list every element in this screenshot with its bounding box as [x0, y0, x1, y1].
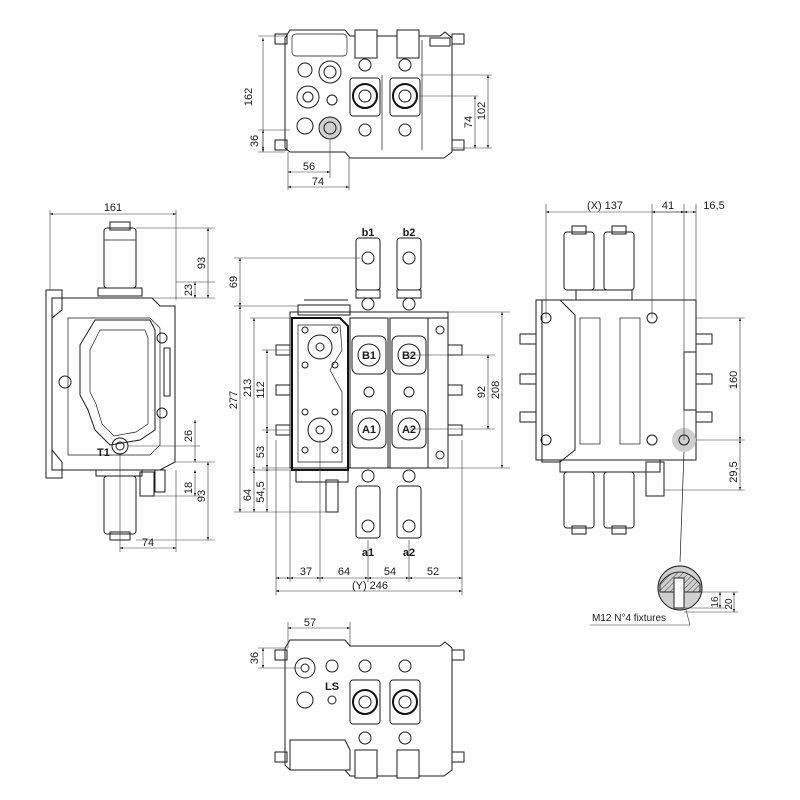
dim-left-23: 23	[183, 284, 195, 296]
dim-front-208: 208	[490, 381, 502, 399]
port-label-t1: T1	[97, 447, 110, 459]
port-label-B1: B1	[362, 350, 376, 362]
dim-front-54: 54	[384, 566, 396, 578]
dim-bottom-57: 57	[304, 617, 316, 629]
dim-front-277: 277	[228, 391, 240, 409]
right-side-view: M12 N°4 fixtures 16 20 (X) 137 41 16,5 1…	[519, 200, 745, 626]
dim-top-56: 56	[303, 161, 315, 173]
dim-top-74: 74	[312, 176, 324, 188]
dim-right-137: (X) 137	[587, 200, 623, 212]
dim-front-37: 37	[300, 566, 312, 578]
dim-front-53: 53	[255, 446, 267, 458]
dim-front-52: 52	[427, 566, 439, 578]
dim-front-112: 112	[255, 381, 267, 399]
dim-right-41: 41	[662, 200, 674, 212]
dim-front-213: 213	[242, 379, 254, 397]
dim-left-74: 74	[142, 537, 154, 549]
front-view: b1 b2 B1 B2 A1 A2 a1 a2 69 277 213 112 5…	[228, 227, 510, 595]
dim-right-16-5: 16,5	[703, 200, 724, 212]
port-label-A1: A1	[362, 424, 376, 436]
dim-right-29-5: 29,5	[728, 461, 740, 482]
dim-front-69: 69	[228, 276, 240, 288]
port-label-ls: LS	[325, 681, 339, 693]
top-view: 162 36 56 74 74 102	[243, 29, 492, 190]
dim-left-93-top: 93	[196, 257, 208, 269]
dim-left-26: 26	[183, 430, 195, 442]
bottom-view: LS 57 36	[249, 617, 465, 779]
dim-top-36: 36	[249, 135, 261, 147]
fixture-note: M12 N°4 fixtures	[592, 613, 666, 624]
dim-bottom-36: 36	[249, 652, 261, 664]
dim-right-20: 20	[724, 598, 735, 610]
port-label-b1: b1	[362, 227, 375, 239]
dim-front-92: 92	[476, 386, 488, 398]
dim-front-54-5: 54,5	[255, 481, 267, 502]
port-label-A2: A2	[402, 424, 416, 436]
port-label-B2: B2	[402, 350, 416, 362]
dim-top-102: 102	[476, 102, 488, 120]
dim-left-161: 161	[104, 202, 122, 214]
left-side-view: T1 161 93 23 26 18 93 74	[45, 202, 215, 552]
dim-front-64-bottom: 64	[338, 566, 350, 578]
dim-left-18: 18	[183, 482, 195, 494]
dim-right-160: 160	[728, 371, 740, 389]
dim-left-93-bottom: 93	[196, 490, 208, 502]
dim-right-16: 16	[710, 596, 721, 608]
dim-top-162: 162	[243, 88, 255, 106]
port-label-b2: b2	[403, 227, 416, 239]
dim-top-74-right: 74	[463, 116, 475, 128]
dim-front-246: (Y) 246	[352, 580, 388, 592]
dim-front-64: 64	[242, 489, 254, 501]
